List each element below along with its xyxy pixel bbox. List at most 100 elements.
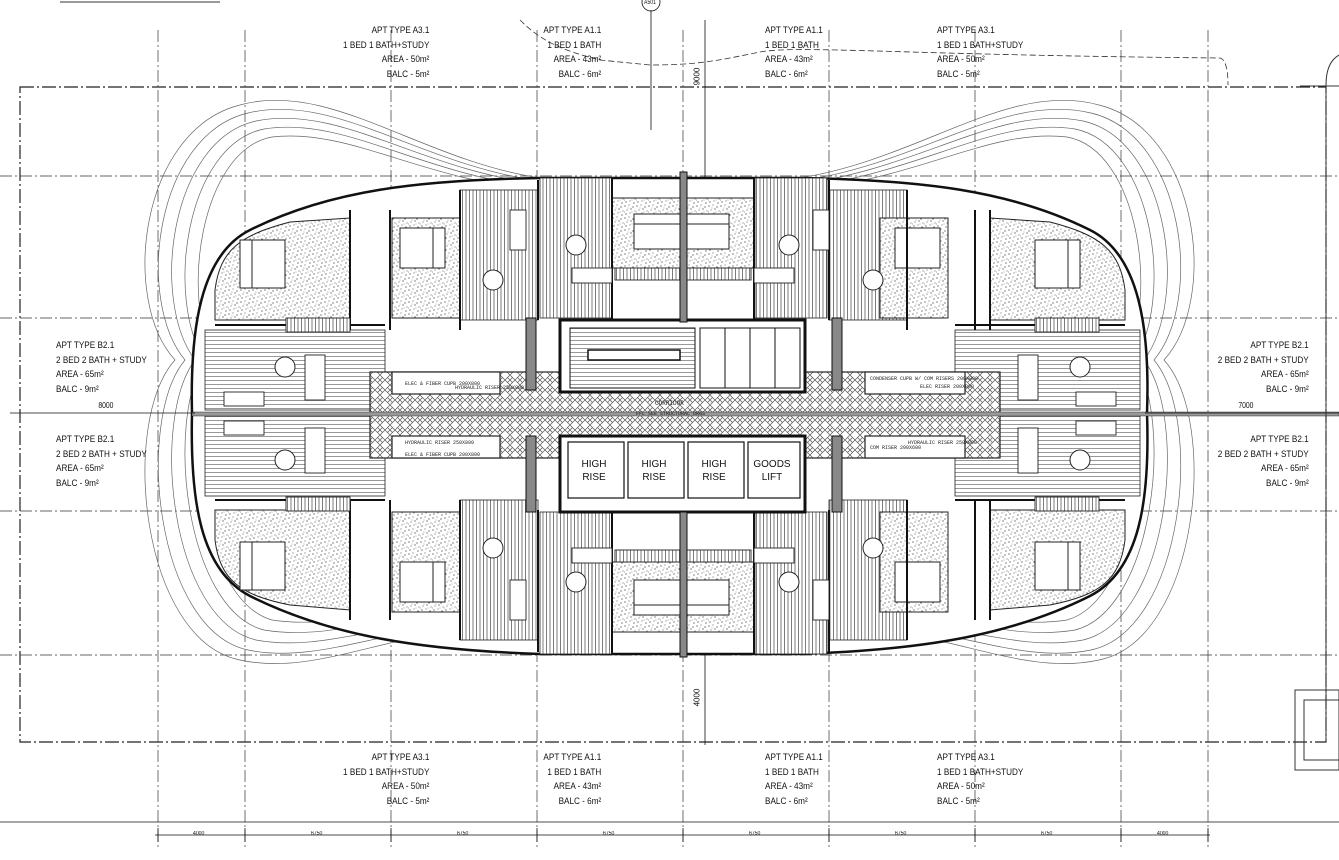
dim-vertical-top: 9000	[692, 67, 702, 86]
apt-label-bottom-2: APT TYPE A1.1 1 BED 1 BATH AREA - 43m² B…	[543, 751, 601, 809]
apt-balc: BALC - 5m²	[386, 68, 429, 80]
apt-type: APT TYPE A1.1	[765, 752, 823, 763]
apt-balc: BALC - 6m²	[765, 68, 808, 80]
lift-line2: LIFT	[761, 472, 783, 483]
apt-label-bottom-3: APT TYPE A1.1 1 BED 1 BATH AREA - 43m² B…	[765, 751, 823, 809]
bottom-dim-5: 6750	[749, 831, 761, 837]
apt-area: AREA - 43m²	[553, 781, 601, 792]
apt-type: APT TYPE A3.1	[937, 752, 995, 763]
apt-type: APT TYPE A3.1	[371, 25, 429, 36]
apt-beds: 1 BED 1 BATH+STUDY	[342, 39, 429, 51]
apt-beds: 2 BED 2 BATH + STUDY	[1218, 354, 1309, 366]
corridor-note: FFL SEE STRUCTURAL DRGS	[636, 411, 706, 417]
service-note: HYDRAULIC RISER 250X800	[455, 385, 525, 391]
lift-line2: RISE	[642, 472, 666, 483]
lift-1-label: HIGH RISE	[571, 458, 617, 484]
dim-left: 8000	[98, 401, 114, 410]
columns	[191, 171, 1339, 658]
apt-balc: BALC - 9m²	[56, 477, 99, 489]
lift-line1: HIGH	[701, 459, 727, 470]
apt-beds: 1 BED 1 BATH	[547, 39, 601, 51]
apt-balc: BALC - 6m²	[765, 795, 808, 807]
joinery	[223, 209, 1117, 621]
apt-label-bottom-4: APT TYPE A3.1 1 BED 1 BATH+STUDY AREA - …	[937, 751, 1023, 809]
building-core	[558, 318, 807, 514]
apt-type: APT TYPE A1.1	[765, 25, 823, 36]
lift-2-label: HIGH RISE	[631, 458, 677, 484]
apt-type: APT TYPE B2.1	[56, 340, 115, 351]
apt-beds: 2 BED 2 BATH + STUDY	[1218, 448, 1309, 460]
apt-area: AREA - 65m²	[56, 463, 104, 474]
apt-label-top-2: APT TYPE A1.1 1 BED 1 BATH AREA - 43m² B…	[543, 24, 601, 82]
service-note: ELEC RISER 200X800	[920, 384, 975, 390]
apt-area: AREA - 65m²	[56, 369, 104, 380]
apt-beds: 1 BED 1 BATH+STUDY	[937, 39, 1024, 51]
apt-type: APT TYPE A1.1	[543, 25, 601, 36]
bottom-dim-2: 6750	[311, 831, 323, 837]
apt-type: APT TYPE B2.1	[1250, 434, 1309, 445]
apt-label-top-4: APT TYPE A3.1 1 BED 1 BATH+STUDY AREA - …	[937, 24, 1023, 82]
apt-beds: 2 BED 2 BATH + STUDY	[56, 354, 147, 366]
bottom-dim-7: 6750	[1041, 831, 1053, 837]
apt-label-right-2: APT TYPE B2.1 2 BED 2 BATH + STUDY AREA …	[1218, 433, 1309, 491]
apt-balc: BALC - 9m²	[1266, 383, 1309, 395]
apt-area: AREA - 43m²	[553, 54, 601, 65]
apt-balc: BALC - 5m²	[386, 795, 429, 807]
apt-area: AREA - 43m²	[765, 54, 813, 65]
service-note: CONDENSER CUPB W/ COM RISERS 200X800	[870, 376, 979, 382]
apt-balc: BALC - 6m²	[558, 795, 601, 807]
apt-type: APT TYPE B2.1	[56, 434, 115, 445]
dining-tables	[274, 234, 1091, 593]
service-note: HYDRAULIC RISER 250X800	[405, 440, 475, 446]
apt-beds: 1 BED 1 BATH	[547, 766, 601, 778]
lift-line2: RISE	[582, 472, 606, 483]
apt-label-top-1: APT TYPE A3.1 1 BED 1 BATH+STUDY AREA - …	[343, 24, 429, 82]
lift-goods-label: GOODS LIFT	[749, 458, 795, 484]
apt-beds: 1 BED 1 BATH	[765, 39, 819, 51]
service-note: COM RISER 200X600	[870, 445, 922, 451]
apt-area: AREA - 50m²	[937, 781, 985, 792]
corridor-label: CORRIDOR	[655, 400, 684, 407]
apt-type: APT TYPE B2.1	[1250, 340, 1309, 351]
apt-label-right-1: APT TYPE B2.1 2 BED 2 BATH + STUDY AREA …	[1218, 339, 1309, 397]
apt-label-left-2: APT TYPE B2.1 2 BED 2 BATH + STUDY AREA …	[56, 433, 147, 491]
lift-line2: RISE	[702, 472, 726, 483]
service-note: HYDRAULIC RISER 250X800	[908, 440, 978, 446]
bottom-dim-1: 4000	[193, 831, 205, 837]
apt-label-bottom-1: APT TYPE A3.1 1 BED 1 BATH+STUDY AREA - …	[343, 751, 429, 809]
apt-beds: 1 BED 1 BATH	[765, 766, 819, 778]
apt-label-top-3: APT TYPE A1.1 1 BED 1 BATH AREA - 43m² B…	[765, 24, 823, 82]
apt-balc: BALC - 6m²	[558, 68, 601, 80]
bottom-dim-8: 4000	[1157, 831, 1169, 837]
apt-type: APT TYPE A3.1	[937, 25, 995, 36]
lift-line1: HIGH	[641, 459, 667, 470]
apt-area: AREA - 50m²	[381, 781, 429, 792]
service-note: ELEC & FIBER CUPB 200X800	[405, 452, 481, 458]
apt-type: APT TYPE A1.1	[543, 752, 601, 763]
apt-area: AREA - 50m²	[381, 54, 429, 65]
apt-balc: BALC - 5m²	[937, 795, 980, 807]
apt-type: APT TYPE A3.1	[371, 752, 429, 763]
adjacent-building	[60, 1, 1339, 771]
lift-line1: GOODS	[753, 459, 791, 470]
bottom-dim-4: 6750	[603, 831, 615, 837]
bottom-dim-6: 6750	[895, 831, 907, 837]
apt-area: AREA - 50m²	[937, 54, 985, 65]
apt-balc: BALC - 9m²	[1266, 477, 1309, 489]
apt-label-left-1: APT TYPE B2.1 2 BED 2 BATH + STUDY AREA …	[56, 339, 147, 397]
section-tag: A501	[644, 0, 656, 6]
apt-beds: 2 BED 2 BATH + STUDY	[56, 448, 147, 460]
apt-beds: 1 BED 1 BATH+STUDY	[342, 766, 429, 778]
apt-area: AREA - 65m²	[1261, 369, 1309, 380]
apt-area: AREA - 43m²	[765, 781, 813, 792]
dim-right: 7000	[1238, 401, 1254, 410]
dimension-lines	[0, 0, 1339, 842]
dim-vertical-bottom: 4000	[692, 688, 702, 707]
apt-balc: BALC - 9m²	[56, 383, 99, 395]
lift-3-label: HIGH RISE	[691, 458, 737, 484]
lift-line1: HIGH	[581, 459, 607, 470]
service-note: ELEC & FIBER CUPB 200X800	[405, 381, 481, 387]
apt-balc: BALC - 5m²	[937, 68, 980, 80]
bottom-dim-3: 6750	[457, 831, 469, 837]
